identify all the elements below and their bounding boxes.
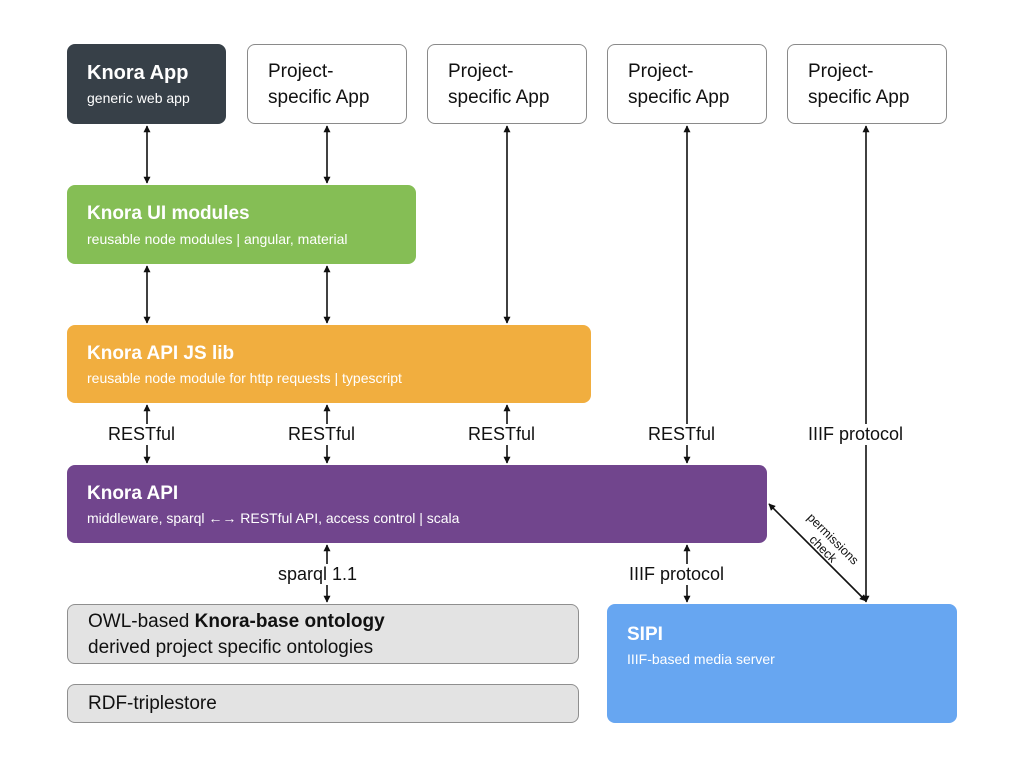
knora-app-title: Knora App	[87, 62, 189, 84]
ontology-bold-name: Knora-base ontology	[194, 611, 385, 632]
ui-modules-subtitle: reusable node modules | angular, materia…	[87, 231, 348, 247]
project-app-2-line2: specific App	[448, 87, 550, 108]
project-app-3-line2: specific App	[628, 87, 730, 108]
ontology-line2: derived project specific ontologies	[88, 637, 374, 658]
restful-label-2: RESTful	[286, 424, 358, 445]
api-title: Knora API	[87, 483, 179, 504]
knora-app-box: Knora App generic web app	[67, 44, 226, 124]
knora-ui-modules-box: Knora UI modules reusable node modules |…	[67, 185, 416, 264]
project-app-1-line1: Project-	[268, 61, 334, 82]
sipi-subtitle: IIIF-based media server	[627, 651, 775, 667]
project-app-box-4: Project- specific App	[787, 44, 947, 124]
restful-label-1: RESTful	[106, 424, 178, 445]
project-app-3-line1: Project-	[628, 61, 694, 82]
project-app-4-line1: Project-	[808, 61, 874, 82]
project-app-box-1: Project- specific App	[247, 44, 407, 124]
restful-label-3: RESTful	[466, 424, 538, 445]
api-subtitle: middleware, sparql ←→ RESTful API, acces…	[87, 510, 460, 526]
triplestore-box: RDF-triplestore	[67, 684, 579, 723]
project-app-box-3: Project- specific App	[607, 44, 767, 124]
js-lib-subtitle: reusable node module for http requests |…	[87, 370, 402, 386]
knora-api-js-lib-box: Knora API JS lib reusable node module fo…	[67, 325, 591, 403]
project-app-2-line1: Project-	[448, 61, 514, 82]
project-app-box-2: Project- specific App	[427, 44, 587, 124]
triplestore-label: RDF-triplestore	[88, 693, 217, 714]
ontology-box: OWL-based Knora-base ontology derived pr…	[67, 604, 579, 664]
ontology-prefix: OWL-based	[88, 611, 195, 632]
ontology-line1: OWL-based Knora-base ontology	[88, 611, 385, 633]
js-lib-title: Knora API JS lib	[87, 343, 235, 364]
restful-label-4: RESTful	[646, 424, 718, 445]
iiif-protocol-bottom-label: IIIF protocol	[627, 564, 727, 585]
iiif-protocol-top-label: IIIF protocol	[806, 424, 906, 445]
knora-app-subtitle: generic web app	[87, 90, 190, 106]
sipi-title: SIPI	[627, 624, 663, 645]
sipi-box: SIPI IIIF-based media server	[607, 604, 957, 723]
arrow-permissions-check	[768, 503, 867, 602]
knora-api-box: Knora API middleware, sparql ←→ RESTful …	[67, 465, 767, 543]
project-app-4-line2: specific App	[808, 87, 910, 108]
ui-modules-title: Knora UI modules	[87, 203, 250, 224]
project-app-1-line2: specific App	[268, 87, 370, 108]
sparql-label: sparql 1.1	[276, 564, 360, 585]
